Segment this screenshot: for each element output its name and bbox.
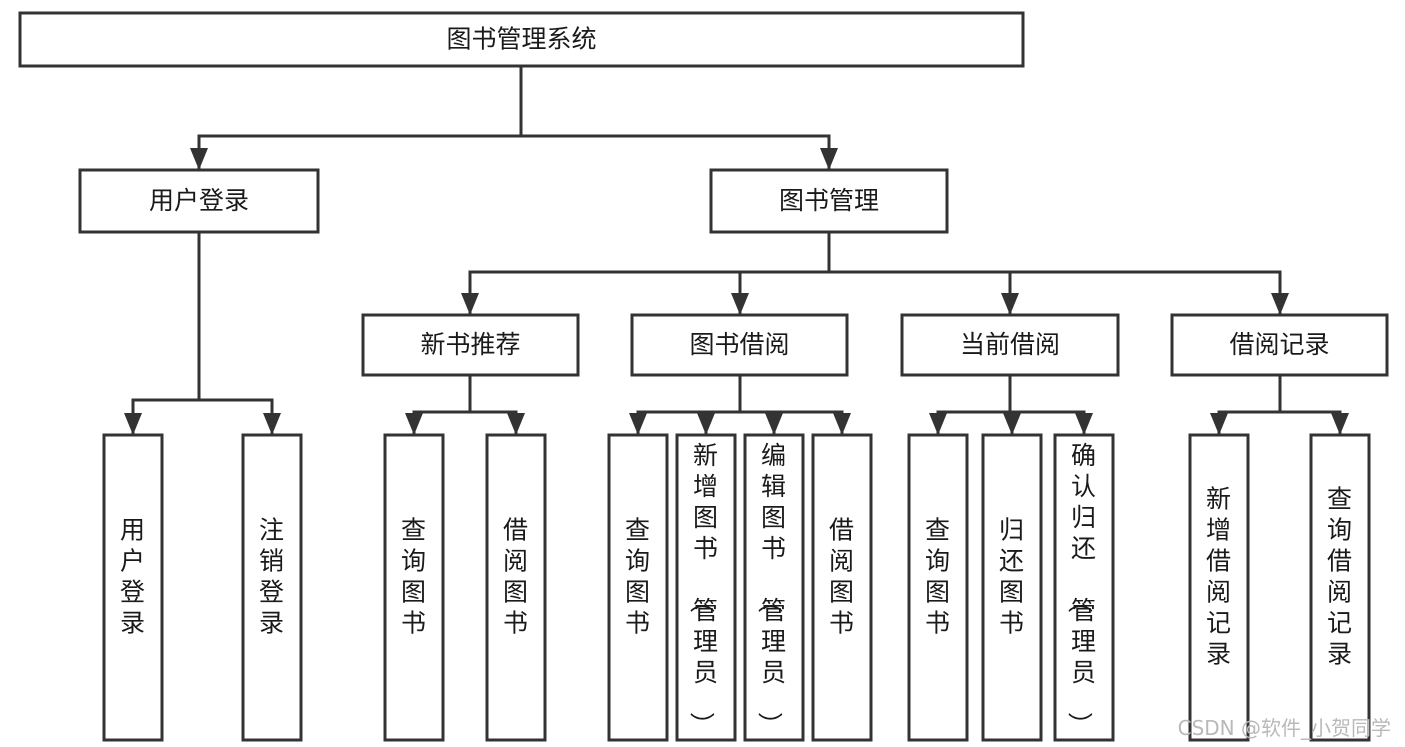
node-leaf-0-label: 用户登录 [120, 516, 148, 638]
node-leaf-12-label: 查询借阅记录 [1327, 485, 1355, 669]
node-level3-1-rect [630, 313, 849, 377]
node-leaf-1-rect [241, 433, 303, 742]
node-level2-1-rect [709, 168, 949, 234]
node-leaf-5[interactable]: 新增图书（管理员） [675, 433, 737, 742]
node-level3-3-label: 借阅记录 [1229, 330, 1329, 359]
node-leaf-1[interactable]: 注销登录 [241, 433, 303, 742]
node-level3-3-rect [1170, 313, 1389, 377]
node-level2-0-rect [78, 168, 320, 234]
node-level3-2-label: 当前借阅 [960, 330, 1060, 359]
node-level3-0-rect [361, 313, 580, 377]
node-leaf-9-rect [981, 433, 1043, 742]
node-layer: 图书管理系统用户登录图书管理新书推荐图书借阅当前借阅借阅记录用户登录注销登录查询… [18, 11, 1389, 742]
node-leaf-2-label: 查询图书 [401, 516, 429, 638]
node-leaf-3[interactable]: 借阅图书 [485, 433, 547, 742]
node-leaf-10[interactable]: 确认归还（管理员） [1053, 433, 1115, 742]
node-leaf-12[interactable]: 查询借阅记录 [1309, 433, 1371, 742]
node-leaf-3-rect [485, 433, 547, 742]
node-level3-2-rect [900, 313, 1120, 377]
node-leaf-5-label: 新增图书（管理员） [687, 441, 721, 740]
node-leaf-12-rect [1309, 433, 1371, 742]
node-leaf-11[interactable]: 新增借阅记录 [1188, 433, 1250, 742]
node-level3-1[interactable]: 图书借阅 [630, 313, 849, 377]
node-leaf-11-label: 新增借阅记录 [1206, 485, 1234, 669]
node-leaf-7-rect [811, 433, 873, 742]
node-leaf-7-label: 借阅图书 [829, 516, 857, 638]
node-level2-1[interactable]: 图书管理 [709, 168, 949, 234]
node-leaf-9-label: 归还图书 [999, 516, 1027, 638]
node-root-system[interactable]: 图书管理系统 [18, 11, 1025, 68]
node-leaf-5-rect [675, 433, 737, 742]
node-leaf-0-rect [102, 433, 164, 742]
node-leaf-6-rect [743, 433, 805, 742]
node-leaf-8[interactable]: 查询图书 [907, 433, 969, 742]
node-leaf-1-label: 注销登录 [259, 516, 287, 638]
node-leaf-3-label: 借阅图书 [503, 516, 531, 638]
node-level3-2[interactable]: 当前借阅 [900, 313, 1120, 377]
node-root-system-label: 图书管理系统 [446, 25, 596, 54]
node-leaf-7[interactable]: 借阅图书 [811, 433, 873, 742]
node-level3-0-label: 新书推荐 [420, 330, 520, 359]
node-leaf-6-label: 编辑图书（管理员） [755, 441, 789, 740]
node-level3-0[interactable]: 新书推荐 [361, 313, 580, 377]
node-leaf-2-rect [383, 433, 445, 742]
node-level2-0[interactable]: 用户登录 [78, 168, 320, 234]
node-level3-3[interactable]: 借阅记录 [1170, 313, 1389, 377]
connector-layer [124, 64, 1349, 437]
node-leaf-4-rect [607, 433, 669, 742]
node-leaf-8-rect [907, 433, 969, 742]
node-level2-1-label: 图书管理 [779, 186, 879, 215]
node-leaf-9[interactable]: 归还图书 [981, 433, 1043, 742]
node-leaf-0[interactable]: 用户登录 [102, 433, 164, 742]
node-leaf-4-label: 查询图书 [625, 516, 653, 638]
node-leaf-10-rect [1053, 433, 1115, 742]
node-leaf-8-label: 查询图书 [925, 516, 953, 638]
node-level3-1-label: 图书借阅 [689, 330, 789, 359]
node-root-system-rect [18, 11, 1025, 68]
node-leaf-10-label: 确认归还（管理员） [1065, 441, 1099, 740]
node-leaf-11-rect [1188, 433, 1250, 742]
node-leaf-4[interactable]: 查询图书 [607, 433, 669, 742]
node-level2-0-label: 用户登录 [149, 186, 249, 215]
node-leaf-2[interactable]: 查询图书 [383, 433, 445, 742]
node-leaf-6[interactable]: 编辑图书（管理员） [743, 433, 805, 742]
